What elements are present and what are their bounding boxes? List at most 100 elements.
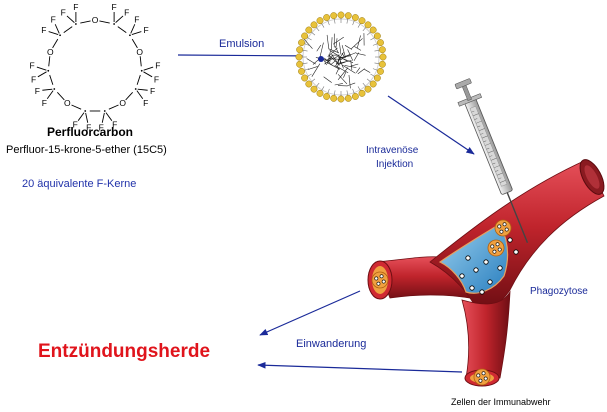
fluorocarbon-strand [331,37,333,50]
lipid-head [358,89,366,97]
emulsion-particle [479,289,485,295]
fluorine-atom: F [73,120,78,130]
fluorocarbon-strand [326,34,330,50]
syringe-tick [483,140,487,143]
ring-bond [108,104,119,110]
fluorocarbon-strand [337,52,344,61]
ring-bond [52,38,59,49]
oxygen-atom: O [64,98,71,108]
ingested-droplet [497,247,502,252]
syringe-tick [496,172,503,176]
lipid-head [310,85,318,93]
lipid-head [378,46,386,54]
syringe-tick [493,165,500,169]
cf-bond [77,112,85,121]
fluorocarbon-strand [347,49,354,61]
syringe-tick [495,170,499,172]
fluorocarbon-strand [342,64,356,74]
fluorocarbon-strand [344,65,357,68]
fluorocarbon-strand [327,54,334,63]
fluorocarbon-strand [350,38,363,50]
emulsion-droplet [295,11,387,103]
lipid-head [373,74,381,82]
syringe [454,78,529,243]
lipid-head [358,17,366,25]
syringe-tick [499,180,506,183]
label-emulsion: Emulsion [219,38,265,50]
arrow-migration-lower [257,361,463,373]
cf-bond [143,66,154,71]
emulsion-particle [497,265,503,271]
fluorocarbon-strand [323,76,332,83]
syringe-tick [486,147,490,150]
fluorine-atom: F [51,15,56,25]
syringe-tick [484,143,491,146]
fluorocarbon-strand [326,62,340,70]
syringe-tick [480,133,484,135]
molecule-nuclei-note: 20 äquivalente F-Kerne [22,178,137,190]
carbon-atom [47,69,50,72]
fluorine-atom: F [154,74,159,84]
fluorocarbon-strand [344,45,353,50]
ingested-droplet [495,242,500,247]
fluorocarbon-strand [335,67,340,75]
fluorine-atom: F [42,98,47,108]
fluorocarbon-strand [334,46,339,54]
lipid-head [369,26,377,34]
syringe-tick [489,155,493,157]
immune-cell [487,239,505,257]
emulsion-particle [473,267,479,273]
ring-bond [80,20,91,24]
lipid-head [344,94,352,102]
fluorocarbon-strand [348,75,351,89]
cf-bond [105,112,113,121]
fluorocarbon-strand [327,47,338,58]
immune-cell [473,368,491,386]
syringe-tick [475,120,482,124]
label-phagocytosis: Phagozytose [530,286,588,297]
lipid-head [337,11,345,19]
emulsion-particle [469,285,475,291]
molecule-name: Perfluorcarbon [47,125,134,139]
label-migration: Einwanderung [296,338,367,350]
label-injection-line2: Injektion [376,159,414,170]
lipid-head [295,53,303,61]
lipid-head [351,14,359,21]
syringe-tick [471,110,475,113]
fluorine-atom: F [31,74,36,84]
fluorocarbon-strand [316,44,322,52]
fluorocarbon-strand [350,61,353,71]
label-immune-cells: Zellen der Immunabwehr [451,397,551,407]
fluorocarbon-strand [338,61,346,65]
ingested-droplet [476,373,481,378]
carbon-atom [74,23,77,25]
oxygen-atom: O [47,47,54,57]
ingested-droplet [478,378,483,383]
fluorocarbon-strand [334,65,349,74]
cf-bond [37,71,47,78]
fluorocarbon-strand [333,54,340,60]
fluorocarbon-strand [347,82,356,87]
ingested-droplet [504,227,509,232]
ingested-droplet [483,376,488,381]
fluorine-atom: F [29,61,34,71]
fluorocarbon-strand [337,67,349,81]
cf-bond [143,71,153,78]
lipid-head [305,80,313,88]
ingested-droplet [492,249,497,254]
syringe-tick [472,113,479,117]
fluorine-atom: F [61,8,66,18]
fluorine-atom: F [73,2,78,12]
fluorocarbon-strand [355,52,366,56]
fluorocarbon-strand [335,38,338,48]
ingested-droplet [499,229,504,234]
fluorocarbon-strand [364,69,371,73]
fluorine-atom: F [35,86,40,96]
lipid-head [330,12,338,20]
label-target-inflammation: Entzündungsherde [38,341,211,362]
fluorine-atom: F [41,25,46,35]
syringe-tick [487,150,494,154]
fluorine-atom: F [150,86,155,96]
ring-bond [139,56,142,67]
emulsion-particle [459,273,465,279]
